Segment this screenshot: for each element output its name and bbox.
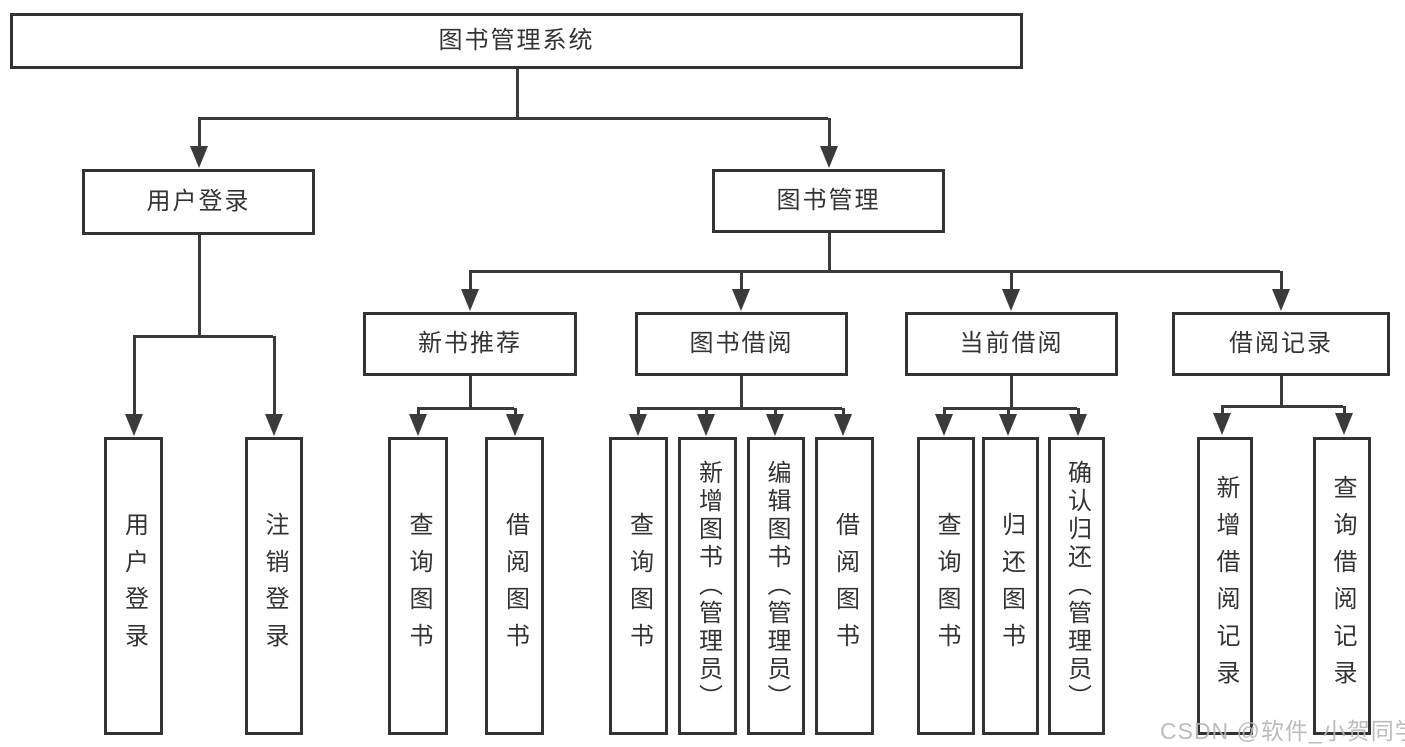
connector-line xyxy=(416,408,420,416)
node-leaf-query-record: 查询借阅记录 xyxy=(1313,437,1371,735)
node-label: 新增图书（管理员） xyxy=(694,460,722,712)
connector-line xyxy=(1342,406,1346,415)
connector-line xyxy=(1006,408,1010,416)
connector-line xyxy=(1009,374,1013,407)
node-label: 查询借阅记录 xyxy=(1329,475,1356,697)
node-leaf-user-login: 用户登录 xyxy=(104,437,163,735)
arrow-down-icon xyxy=(265,414,283,436)
node-label: 注销登录 xyxy=(261,512,288,660)
arrow-down-icon xyxy=(629,414,647,436)
connector-line xyxy=(704,408,708,416)
connector-line xyxy=(739,271,743,291)
connector-line xyxy=(942,408,946,416)
node-label: 归还图书 xyxy=(997,512,1025,660)
node-leaf-add-book: 新增图书（管理员） xyxy=(678,437,737,735)
connector-line xyxy=(132,334,273,338)
connector-line xyxy=(942,406,1077,410)
arrow-down-icon xyxy=(834,414,852,436)
node-label: 确认归还（管理员） xyxy=(1063,460,1091,712)
connector-line xyxy=(1279,374,1283,405)
node-current-borrow: 当前借阅 xyxy=(905,312,1118,376)
arrow-down-icon xyxy=(766,414,784,436)
connector-line xyxy=(1220,406,1224,415)
connector-line xyxy=(468,374,472,407)
connector-line xyxy=(827,231,831,270)
node-label: 图书管理系统 xyxy=(438,27,595,54)
arrow-down-icon xyxy=(461,289,479,311)
node-label: 图书管理 xyxy=(776,187,881,214)
arrow-down-icon xyxy=(935,414,953,436)
node-label: 新增借阅记录 xyxy=(1212,475,1239,697)
arrow-down-icon xyxy=(732,289,750,311)
node-label: 当前借阅 xyxy=(959,330,1064,357)
arrow-down-icon xyxy=(409,414,427,436)
watermark: CSDN @软件_小贺同学 xyxy=(1160,718,1405,744)
connector-line xyxy=(739,374,743,407)
arrow-down-icon xyxy=(125,414,143,436)
connector-line xyxy=(636,406,842,410)
node-book-borrow: 图书借阅 xyxy=(635,312,848,376)
node-leaf-confirm-return: 确认归还（管理员） xyxy=(1048,437,1105,735)
arrow-down-icon xyxy=(1335,413,1353,435)
arrow-down-icon xyxy=(506,414,524,436)
node-label: 查询图书 xyxy=(933,512,960,660)
node-leaf-add-record: 新增借阅记录 xyxy=(1197,437,1253,735)
connector-line xyxy=(197,118,201,148)
node-label: 借阅记录 xyxy=(1229,330,1333,357)
connector-line xyxy=(272,336,276,416)
connector-line xyxy=(1220,404,1343,408)
node-leaf-edit-book: 编辑图书（管理员） xyxy=(747,437,805,735)
arrow-down-icon xyxy=(820,146,838,168)
node-label: 新书推荐 xyxy=(418,330,522,357)
arrow-down-icon xyxy=(999,414,1017,436)
node-label: 图书借阅 xyxy=(689,330,794,357)
node-leaf-logout: 注销登录 xyxy=(245,437,303,735)
node-label: 查询图书 xyxy=(405,512,432,660)
node-new-books: 新书推荐 xyxy=(363,312,577,376)
node-label: 借阅图书 xyxy=(501,512,529,660)
node-leaf-query-books-2: 查询图书 xyxy=(609,437,668,735)
node-label: 用户登录 xyxy=(120,512,148,660)
node-label: 编辑图书（管理员） xyxy=(763,460,790,712)
connector-line xyxy=(1076,408,1080,416)
arrow-down-icon xyxy=(190,146,208,168)
arrow-down-icon xyxy=(1069,414,1087,436)
node-leaf-return-book: 归还图书 xyxy=(982,437,1039,735)
connector-line xyxy=(827,118,831,148)
node-leaf-borrow-books-2: 借阅图书 xyxy=(815,437,874,735)
arrow-down-icon xyxy=(1272,289,1290,311)
connector-line xyxy=(468,271,472,291)
node-leaf-query-books-1: 查询图书 xyxy=(388,437,448,735)
connector-line xyxy=(841,408,845,416)
node-leaf-borrow-books-1: 借阅图书 xyxy=(485,437,544,735)
connector-line xyxy=(636,408,640,416)
arrow-down-icon xyxy=(1213,413,1231,435)
connector-line xyxy=(197,233,201,335)
connector-line xyxy=(773,408,777,416)
connector-line xyxy=(416,406,514,410)
arrow-down-icon xyxy=(697,414,715,436)
node-system: 图书管理系统 xyxy=(10,13,1023,69)
node-label: 查询图书 xyxy=(625,512,653,660)
connector-line xyxy=(1009,271,1013,291)
node-label: 借阅图书 xyxy=(831,512,859,660)
connector-line xyxy=(132,336,136,416)
connector-line xyxy=(515,67,519,117)
node-leaf-query-books-3: 查询图书 xyxy=(917,437,975,735)
connector-line xyxy=(197,116,828,120)
arrow-down-icon xyxy=(1002,289,1020,311)
node-borrow-records: 借阅记录 xyxy=(1172,312,1390,376)
node-user-login: 用户登录 xyxy=(82,169,315,235)
node-book-mgmt: 图书管理 xyxy=(712,169,945,233)
node-label: 用户登录 xyxy=(146,188,251,215)
connector-line xyxy=(468,269,1280,273)
connector-line xyxy=(1279,271,1283,291)
connector-line xyxy=(513,408,517,416)
